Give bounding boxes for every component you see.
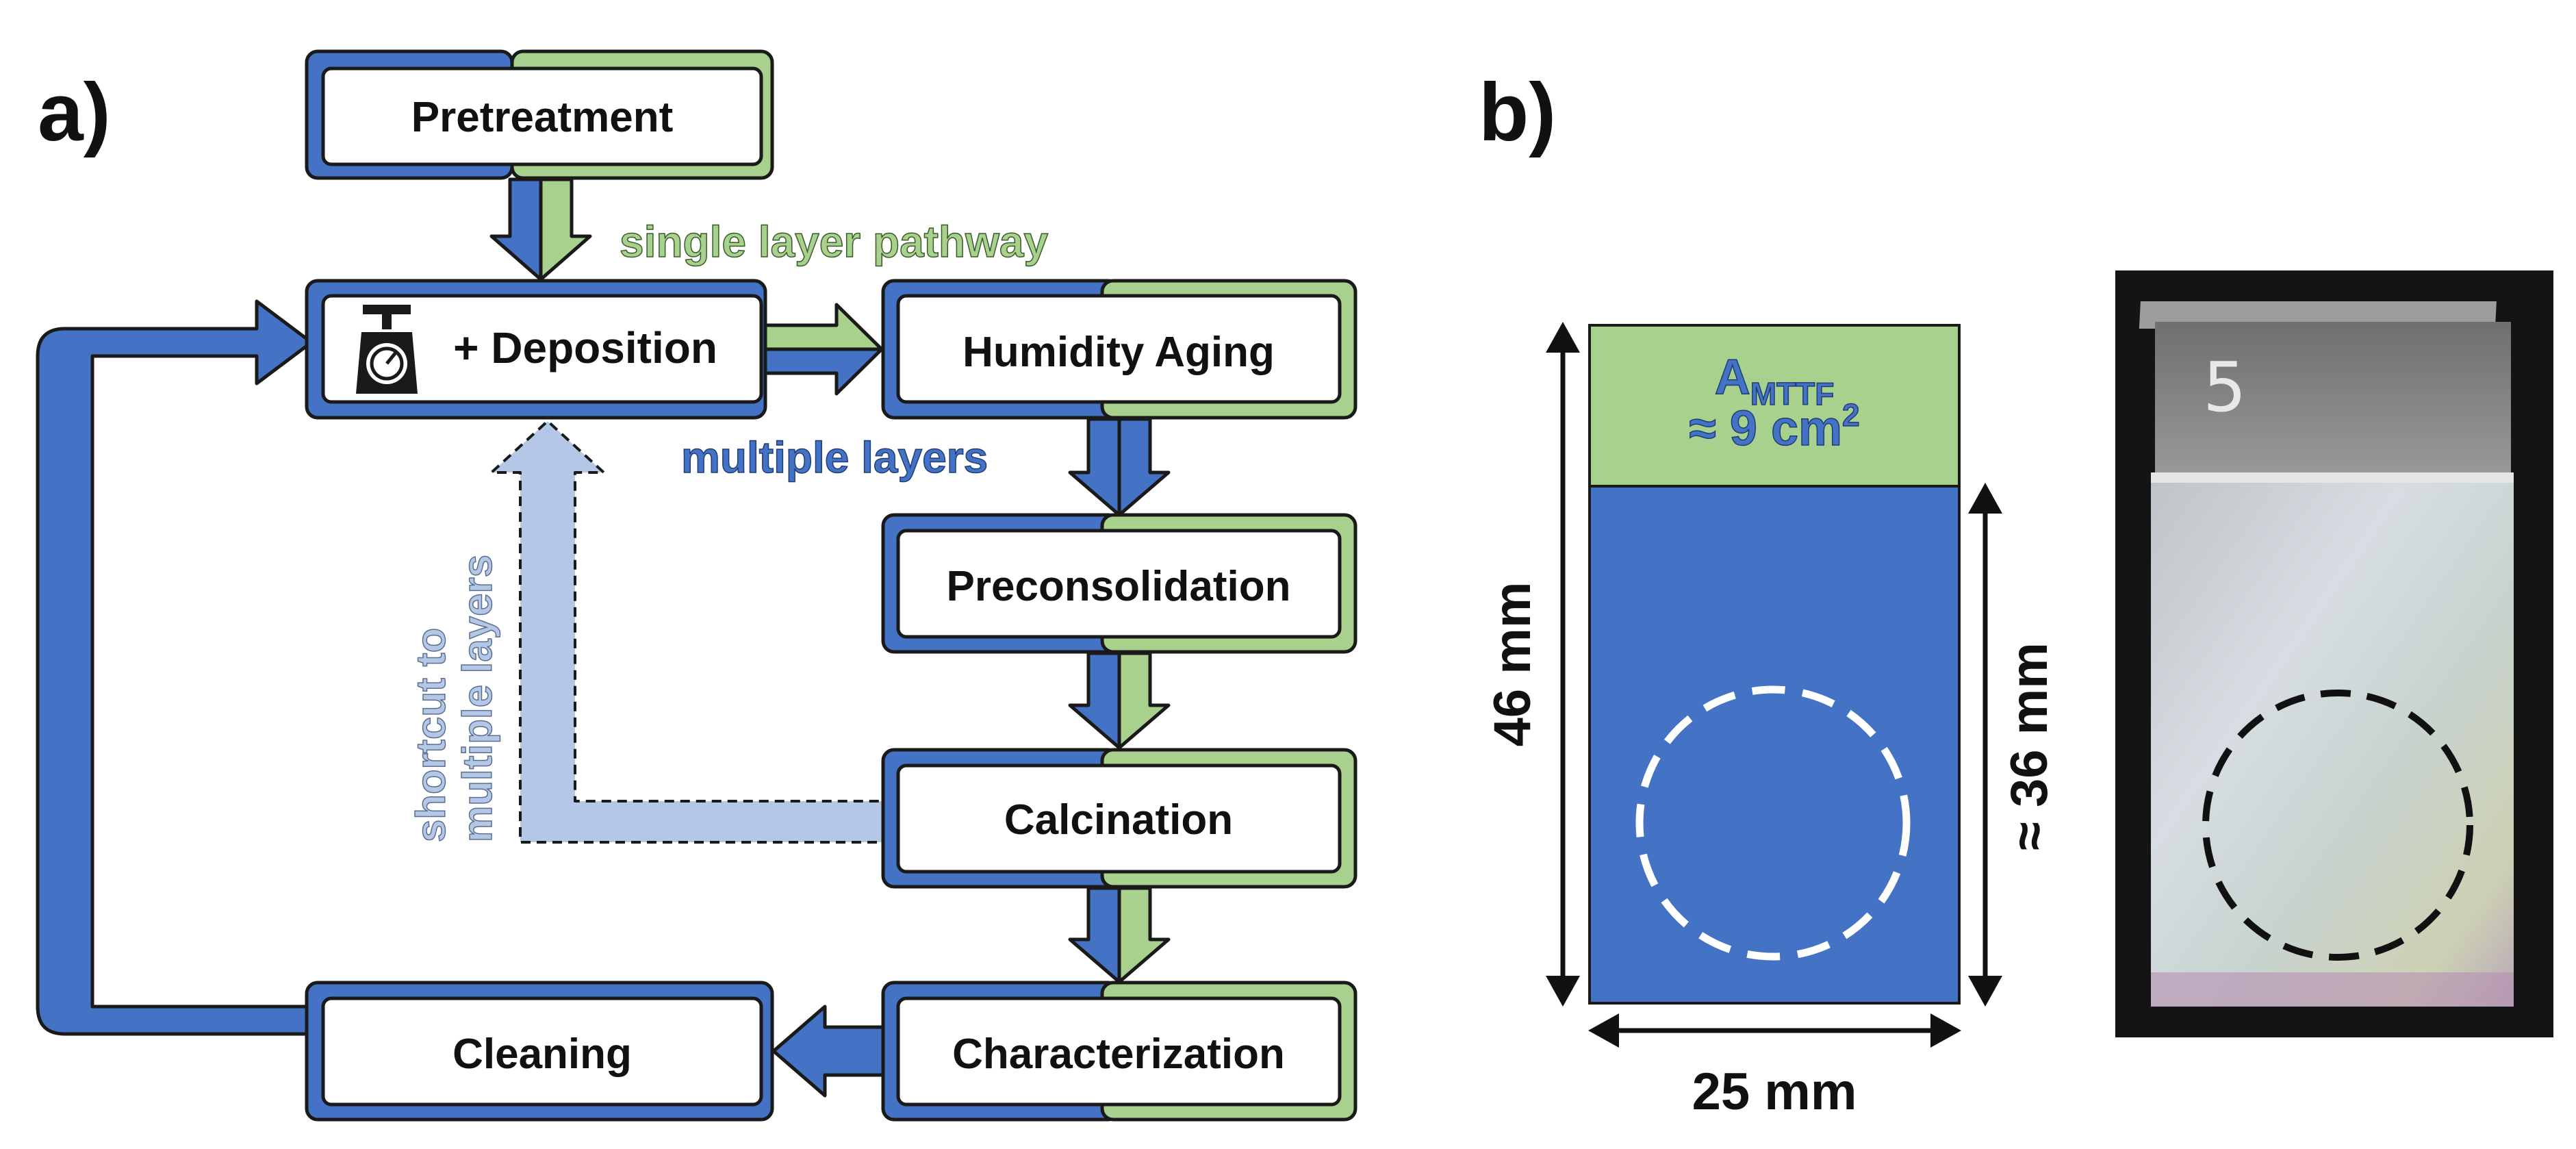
coated-height-dimension: ≈ 36 mm [1968,483,2058,1007]
scale-icon [356,305,418,394]
arrow-deposition-to-humidity [763,303,884,396]
substrate-schematic: AMTTF ≈ 9 cm2 [1588,324,1961,1005]
coated-glass [2151,483,2514,1007]
step-humidity-aging: Humidity Aging [962,329,1275,376]
height-dimension: 46 mm [1483,322,1580,1007]
width-label: 25 mm [1692,1063,1857,1121]
loop-arrow [36,299,314,1036]
sample-mark: 5 [2203,347,2247,427]
measurement-circle [1635,685,1911,961]
arrow-calcination-to-characterization [1068,886,1171,984]
shortcut-label: shortcut to multiple layers [407,554,501,843]
svg-text:shortcut to: shortcut to [408,628,454,842]
shortcut-arrow [490,420,884,844]
cleaning-box: Cleaning [305,981,774,1122]
arrow-characterization-to-cleaning [771,1005,885,1098]
single-layer-pathway-label: single layer pathway [620,217,1048,266]
humidity-aging-box: Humidity Aging [881,279,1357,420]
arrow-humidity-to-preconsolidation [1068,417,1171,517]
panel-b-label: b) [1479,66,1556,158]
characterization-box: Characterization [881,981,1357,1122]
arrow-preconsolidation-to-calcination [1068,651,1171,750]
panel-a-label: a) [38,66,111,158]
step-deposition: + Deposition [453,323,717,373]
uncoated-strip [2155,322,2511,479]
deposition-box: + Deposition [305,279,767,420]
coated-height-label: ≈ 36 mm [2000,642,2058,850]
pretreatment-box: Pretreatment [305,49,774,180]
area-value: ≈ 9 cm2 [1689,397,1859,456]
step-cleaning: Cleaning [452,1031,632,1078]
sample-photo: 5 [2115,270,2553,1037]
area-label: AMTTF [1715,350,1835,412]
multiple-layers-label: multiple layers [681,433,988,482]
photo-measurement-circle [2202,690,2473,961]
step-pretreatment: Pretreatment [411,94,673,141]
arrow-pretreatment-to-deposition [489,177,592,281]
coating-edge [2151,472,2514,485]
step-preconsolidation: Preconsolidation [947,563,1291,610]
step-characterization: Characterization [952,1031,1285,1078]
height-label: 46 mm [1483,582,1542,747]
width-dimension: 25 mm [1588,1013,1961,1121]
preconsolidation-box: Preconsolidation [881,513,1357,654]
svg-text:multiple layers: multiple layers [455,555,500,842]
coated-area [1588,485,1961,1005]
step-calcination: Calcination [1004,796,1233,844]
calcination-box: Calcination [881,748,1357,889]
